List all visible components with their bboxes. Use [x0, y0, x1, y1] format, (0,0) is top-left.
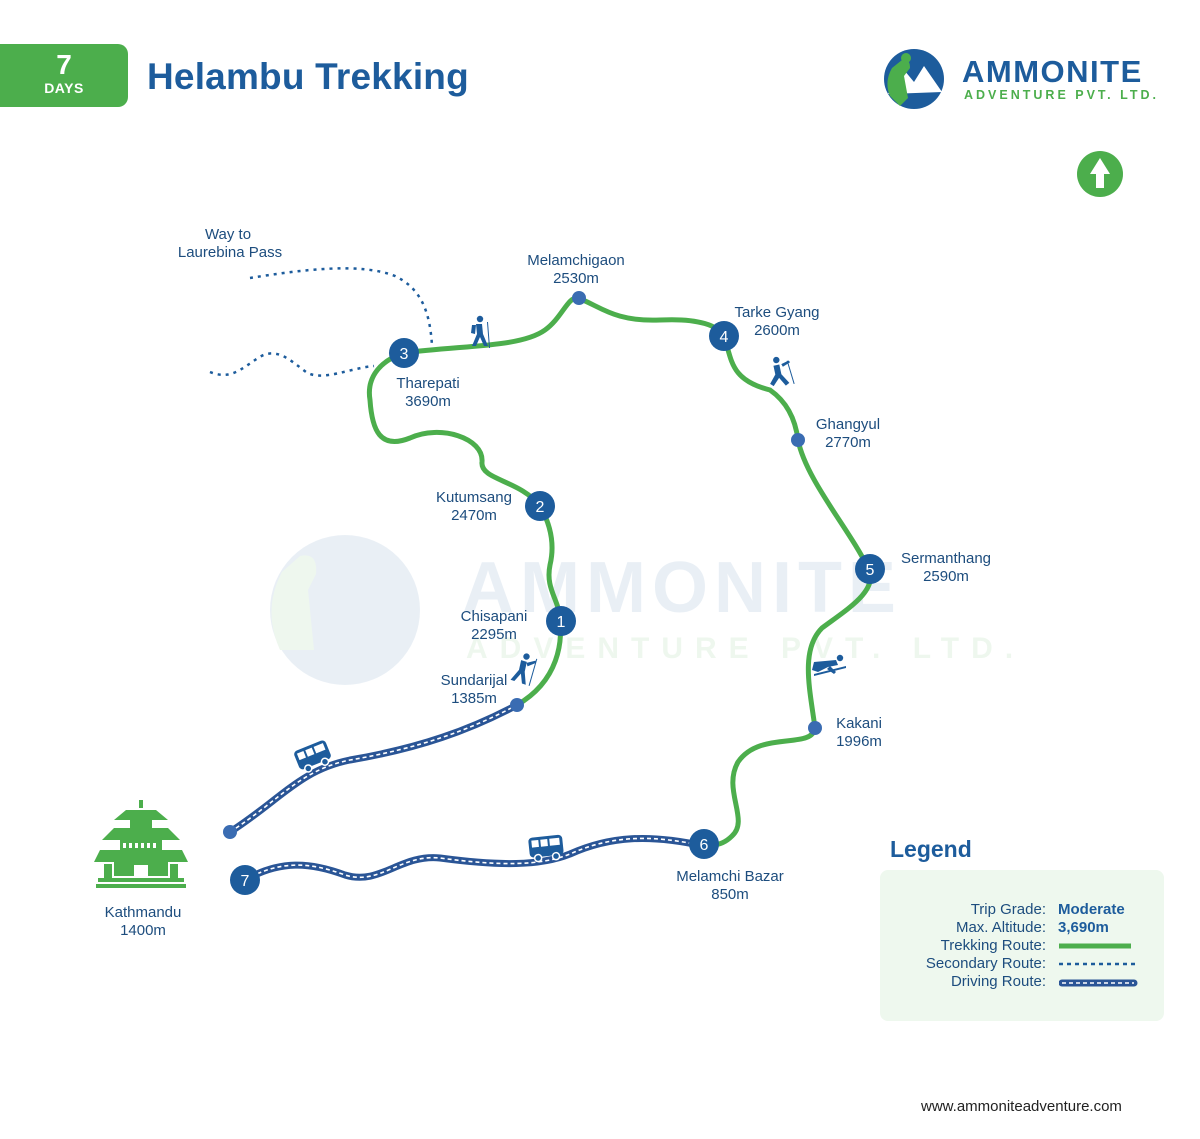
stop-number: 3 [400, 346, 409, 363]
max-altitude-value: 3,690m [1058, 919, 1109, 936]
secondary-route-label: Secondary Route: [925, 955, 1046, 972]
waypoint-dot-kakani [808, 721, 822, 735]
place-name-kutumsang: Kutumsang [436, 489, 512, 506]
place-name-kathmandu: Kathmandu [105, 904, 182, 921]
place-alt-kutumsang: 2470m [451, 507, 497, 524]
brand-tagline: ADVENTURE PVT. LTD. [964, 88, 1159, 102]
stop-number: 6 [700, 837, 709, 854]
pagoda-temple-icon [94, 800, 188, 888]
stop-marker-7[interactable]: 7 [230, 865, 260, 895]
place-name-tarke-gyang: Tarke Gyang [734, 304, 819, 321]
place-name-melamchigaon: Melamchigaon [527, 252, 625, 269]
days-number: 7 [56, 49, 72, 80]
page-title: Helambu Trekking [147, 56, 469, 97]
watermark-logo-icon [270, 535, 420, 685]
stop-marker-6[interactable]: 6 [689, 829, 719, 859]
hiker-icon [471, 315, 490, 348]
days-label: DAYS [44, 80, 84, 96]
stop-marker-2[interactable]: 2 [525, 491, 555, 521]
place-name-sundarijal: Sundarijal [441, 672, 508, 689]
place-name-chisapani: Chisapani [461, 608, 528, 625]
hiker-icon [770, 356, 795, 387]
place-name-tharepati: Tharepati [396, 375, 459, 392]
place-name-sermanthang: Sermanthang [901, 550, 991, 567]
place-alt-sermanthang: 2590m [923, 568, 969, 585]
way-to-label: Way to [205, 226, 251, 243]
laurebina-pass-label: Laurebina Pass [178, 244, 282, 261]
brand-logo: AMMONITE ADVENTURE PVT. LTD. [880, 46, 1170, 112]
waypoint-dot-kathmandu-start [223, 825, 237, 839]
place-alt-melamchi-bazar: 850m [711, 886, 749, 903]
hiker-icon [812, 654, 846, 676]
place-name-ghangyul: Ghangyul [816, 416, 880, 433]
waypoint-dot-melamchigaon [572, 291, 586, 305]
ammonite-logo-icon [884, 49, 944, 109]
trekking-route [366, 295, 873, 848]
stop-number: 5 [866, 562, 875, 579]
watermark-name: AMMONITE [462, 548, 902, 628]
place-alt-sundarijal: 1385m [451, 690, 497, 707]
place-name-kakani: Kakani [836, 715, 882, 732]
secondary-route-swatch [1059, 962, 1139, 966]
place-alt-tarke-gyang: 2600m [754, 322, 800, 339]
legend-title: Legend [890, 836, 972, 862]
driving-route-sundarijal [226, 701, 521, 836]
bus-icon [294, 740, 331, 773]
stop-number: 1 [557, 614, 566, 631]
stop-marker-1[interactable]: 1 [546, 606, 576, 636]
days-badge: 7 DAYS [0, 44, 128, 107]
up-arrow-icon [1077, 151, 1123, 197]
max-altitude-label: Max. Altitude: [955, 919, 1046, 936]
hiker-icon [510, 653, 538, 686]
watermark-tagline: ADVENTURE PVT. LTD. [466, 632, 1025, 665]
brand-name: AMMONITE [962, 54, 1143, 89]
website-url[interactable]: www.ammoniteadventure.com [921, 1098, 1122, 1115]
place-alt-tharepati: 3690m [405, 393, 451, 410]
legend-row-driving-route: Driving Route: [880, 973, 1164, 991]
driving-route-label: Driving Route: [950, 973, 1046, 990]
driving-route-swatch [1059, 979, 1138, 987]
legend-row-trip-grade: Trip Grade: Moderate [880, 901, 1164, 919]
stop-number: 7 [241, 873, 250, 890]
place-alt-melamchigaon: 2530m [553, 270, 599, 287]
place-name-melamchi-bazar: Melamchi Bazar [676, 868, 784, 885]
stop-marker-4[interactable]: 4 [709, 321, 739, 351]
waypoint-dot-ghangyul [791, 433, 805, 447]
trip-grade-value: Moderate [1058, 901, 1125, 918]
legend-row-trekking-route: Trekking Route: [880, 937, 1164, 955]
place-alt-kathmandu: 1400m [120, 922, 166, 939]
stop-number: 4 [720, 329, 729, 346]
place-alt-ghangyul: 2770m [825, 434, 871, 451]
secondary-route-laurebina [249, 267, 434, 347]
place-alt-chisapani: 2295m [471, 626, 517, 643]
trip-grade-label: Trip Grade: [970, 901, 1046, 918]
stop-marker-3[interactable]: 3 [389, 338, 419, 368]
legend-box: Trip Grade: Moderate Max. Altitude: 3,69… [880, 870, 1164, 1021]
trekking-route-swatch [1059, 943, 1131, 949]
legend-row-max-altitude: Max. Altitude: 3,690m [880, 919, 1164, 937]
stop-number: 2 [536, 499, 545, 516]
secondary-route-west [209, 352, 375, 377]
waypoint-dot-sundarijal [510, 698, 524, 712]
trekking-route-label: Trekking Route: [940, 937, 1046, 954]
legend-row-secondary-route: Secondary Route: [880, 955, 1164, 973]
driving-route-melamchi [241, 834, 708, 884]
stop-marker-5[interactable]: 5 [855, 554, 885, 584]
place-alt-kakani: 1996m [836, 733, 882, 750]
bus-icon [528, 834, 564, 863]
